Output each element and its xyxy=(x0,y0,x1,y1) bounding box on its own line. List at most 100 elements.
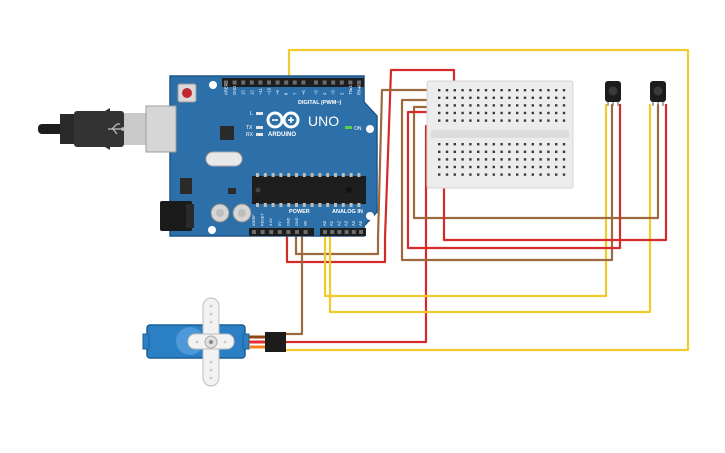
ir-receiver-1[interactable] xyxy=(605,81,621,106)
header-pin-hole[interactable] xyxy=(258,80,263,85)
header-pin-hole[interactable] xyxy=(260,230,265,234)
header-pin-hole[interactable] xyxy=(348,80,353,85)
usb-chip xyxy=(220,126,234,140)
wire-yellow-a0 xyxy=(323,104,608,298)
analog-pin-label: A4 xyxy=(351,220,356,226)
header-pin-hole[interactable] xyxy=(359,230,363,234)
led-l xyxy=(256,112,263,115)
chip-pins xyxy=(256,203,361,207)
digital-pin-label: ~5 xyxy=(314,90,319,95)
header-pin-hole[interactable] xyxy=(292,80,297,85)
header-pin-hole[interactable] xyxy=(337,230,342,234)
digital-header-label: DIGITAL (PWM~) xyxy=(298,100,342,106)
wire-yellow-a1 xyxy=(328,104,652,314)
header-pin-hole[interactable] xyxy=(344,230,349,234)
model-label: UNO xyxy=(308,113,339,129)
analog-header[interactable] xyxy=(320,228,366,236)
mounting-hole xyxy=(366,125,374,133)
arduino-logo xyxy=(266,111,300,129)
regulator xyxy=(180,178,192,194)
atmega-chip xyxy=(252,176,366,204)
header-pin-hole[interactable] xyxy=(275,80,280,85)
header-pin-hole[interactable] xyxy=(322,80,327,85)
servo-horn[interactable] xyxy=(187,297,235,387)
power-pin-label: 5V xyxy=(278,221,282,226)
servo-motor[interactable] xyxy=(142,297,286,387)
power-pin-label: GND xyxy=(286,217,290,226)
ir-receiver-2[interactable] xyxy=(650,81,666,106)
header-pin-hole[interactable] xyxy=(252,230,256,234)
led-on xyxy=(345,126,352,129)
digital-pin-label: ~9 xyxy=(275,90,280,95)
header-pin-hole[interactable] xyxy=(301,80,306,85)
digital-header-holes xyxy=(224,80,361,85)
header-pin-hole[interactable] xyxy=(330,230,335,234)
led-tx xyxy=(256,126,263,129)
digital-pin-label: ~6 xyxy=(301,90,306,95)
header-pin-hole[interactable] xyxy=(295,230,299,234)
header-pin-hole[interactable] xyxy=(351,230,356,234)
header-pin-hole[interactable] xyxy=(269,230,274,234)
crystal-oscillator xyxy=(205,151,243,167)
wire-red-s1 xyxy=(406,104,622,250)
header-pin-hole[interactable] xyxy=(267,80,271,85)
power-jack[interactable] xyxy=(160,201,192,231)
wire-brown-s1 xyxy=(400,98,614,262)
power-pin-label: 3.3V xyxy=(269,218,273,226)
digital-pin-label: RX◂0 xyxy=(357,84,362,95)
header-pin-hole[interactable] xyxy=(303,230,308,234)
brand-label: ARDUINO xyxy=(268,132,296,138)
digital-pin-label: ~11 xyxy=(258,88,263,95)
header-pin-hole[interactable] xyxy=(339,80,344,85)
header-pin-hole[interactable] xyxy=(232,80,237,85)
mounting-hole xyxy=(208,226,216,234)
reset-button[interactable] xyxy=(177,83,197,103)
led-rx xyxy=(256,133,263,136)
usb-port[interactable] xyxy=(145,105,177,153)
header-pin-hole[interactable] xyxy=(241,80,246,85)
power-pin-label: Vin xyxy=(304,221,308,226)
analog-pin-label: A1 xyxy=(329,220,334,226)
analog-pin-label: A5 xyxy=(358,220,363,226)
digital-pin-label: ~3 xyxy=(331,90,336,95)
header-pin-hole[interactable] xyxy=(249,80,254,85)
header-pin-hole[interactable] xyxy=(357,80,361,85)
analog-pin-label: A3 xyxy=(344,220,349,226)
mounting-hole xyxy=(209,81,217,89)
header-pin-hole[interactable] xyxy=(224,80,228,85)
mounting-hole xyxy=(366,212,374,220)
led-on-label: ON xyxy=(354,126,362,132)
analog-pin-label: A0 xyxy=(322,220,327,226)
power-label: POWER xyxy=(289,209,310,215)
wire-brown-s2 xyxy=(412,104,660,220)
digital-pin-label: 7 xyxy=(292,92,297,95)
power-pin-label: GND xyxy=(295,217,299,226)
header-pin-hole[interactable] xyxy=(286,230,291,234)
mini-breadboard[interactable] xyxy=(426,80,574,189)
header-pin-hole[interactable] xyxy=(277,230,282,234)
led-rx-label: RX xyxy=(246,132,254,138)
header-pin-hole[interactable] xyxy=(331,80,336,85)
digital-pin-label: 2 xyxy=(339,92,344,95)
servo-connector[interactable] xyxy=(265,332,286,352)
bottom-header-holes xyxy=(252,230,363,234)
breadboard-holes xyxy=(438,89,566,176)
chip-pins xyxy=(256,173,361,177)
digital-pin-label: 12 xyxy=(249,90,254,95)
usb-icon xyxy=(108,123,125,135)
digital-pin-label: ~10 xyxy=(267,87,272,95)
led-l-label: L xyxy=(250,111,253,117)
digital-pin-label: 4 xyxy=(322,92,327,95)
power-pin-label: RESET xyxy=(261,213,265,226)
header-pin-hole[interactable] xyxy=(284,80,289,85)
digital-pin-label: AREF xyxy=(224,83,229,95)
header-pin-hole[interactable] xyxy=(314,80,318,85)
digital-pin-label: TX▸1 xyxy=(348,85,353,95)
digital-pin-label: 8 xyxy=(284,92,289,95)
header-pin-hole[interactable] xyxy=(323,230,327,234)
digital-pin-label: 13 xyxy=(241,90,246,95)
wire-brown-gnd xyxy=(294,88,445,256)
